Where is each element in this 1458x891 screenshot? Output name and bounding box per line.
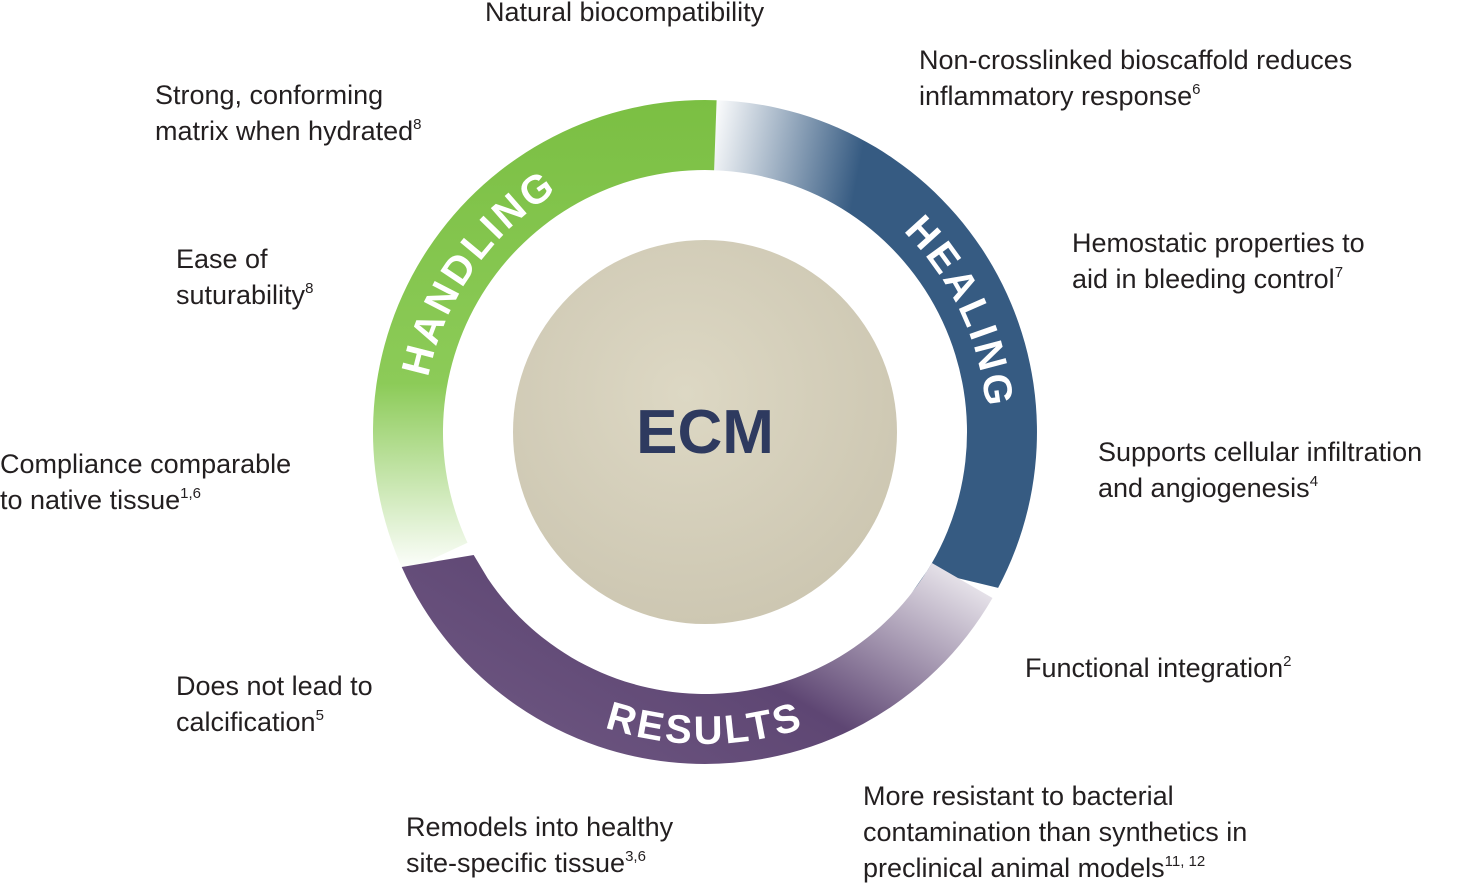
results-arrow [401, 555, 993, 764]
healing-arrow [714, 100, 1037, 594]
handling-arrow [372, 99, 747, 573]
ecm-core-image [513, 240, 897, 624]
benefit-natural-biocompatibility: Natural biocompatibility [485, 0, 765, 27]
ecm-label: ECM [636, 398, 774, 467]
benefit-functional-integration: Functional integration2 [1025, 653, 1292, 683]
